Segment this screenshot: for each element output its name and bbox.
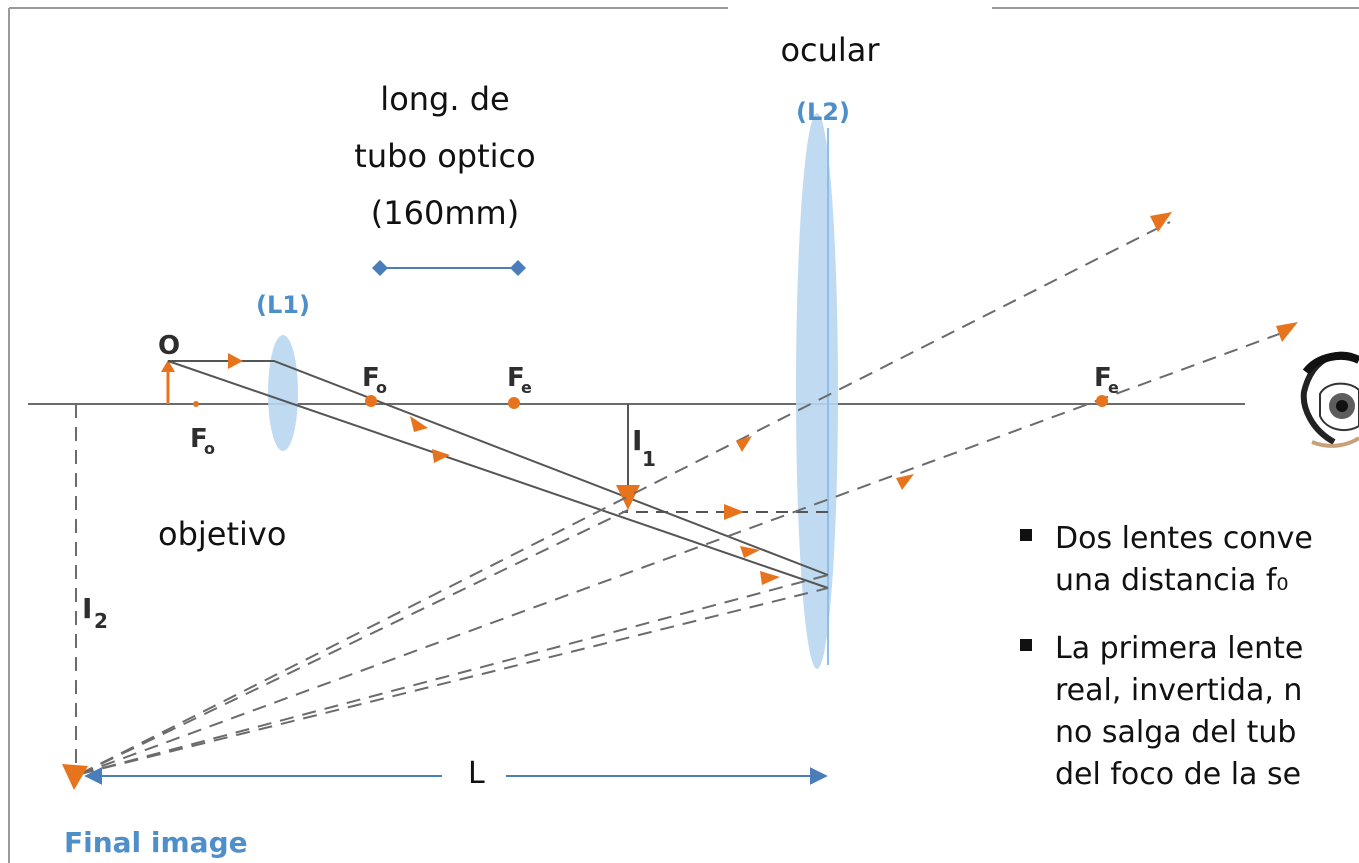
bullet-square-icon — [1020, 639, 1032, 651]
object-label: O — [158, 331, 180, 361]
eye-icon — [1300, 351, 1359, 448]
focal-points — [193, 395, 1108, 409]
bullet-line: La primera lente — [1055, 631, 1304, 666]
bullet-line: una distancia f₀ — [1055, 563, 1289, 598]
bullet-line: del foco de la se — [1055, 757, 1302, 792]
objective-lens-label: (L1) — [256, 291, 310, 319]
length-L-annotation: L — [468, 756, 485, 791]
tube-length-annotation-line-3: (160mm) — [370, 194, 520, 232]
focus-eyepiece-sub-inner: e — [521, 378, 532, 397]
virtual-rays — [75, 221, 1291, 775]
final-image-caption: Final image — [64, 826, 248, 859]
bullet-line: Dos lentes conve — [1055, 521, 1313, 556]
intermediate-image-sub: 1 — [642, 447, 656, 471]
focus-objective-sub-lower: o — [204, 439, 215, 458]
focus-objective-label-lower: F — [190, 424, 208, 454]
ocular-annotation: ocular — [780, 31, 880, 69]
focus-objective-sub-upper: o — [376, 378, 387, 397]
tube-length-annotation-line-2: tubo optico — [354, 137, 536, 175]
bullet-list: Dos lentes conve una distancia f₀ La pri… — [1020, 518, 1359, 822]
ray-direction-arrows — [62, 212, 1298, 790]
bullet-square-icon — [1020, 529, 1032, 541]
focus-objective-label-upper: F — [362, 363, 380, 393]
bullet-line: real, invertida, n — [1055, 673, 1303, 708]
bullet-item-1: Dos lentes conve una distancia f₀ — [1020, 518, 1359, 602]
objective-rays — [167, 360, 829, 589]
objetivo-annotation: objetivo — [158, 515, 287, 553]
bullet-line: no salga del tub — [1055, 715, 1297, 750]
final-image-marker-sub: 2 — [94, 609, 108, 633]
tube-length-annotation-line-1: long. de — [380, 80, 510, 118]
figure-frame — [8, 7, 1359, 863]
intermediate-image-label: I — [632, 424, 642, 457]
eyepiece-lens-label: (L2) — [796, 98, 850, 126]
focus-eyepiece-sub-outer: e — [1108, 378, 1119, 397]
focus-eyepiece-label-inner: F — [507, 363, 525, 393]
eyepiece-lens — [796, 113, 838, 669]
focus-eyepiece-label-outer: F — [1094, 363, 1112, 393]
bullet-item-2: La primera lente real, invertida, n no s… — [1020, 628, 1359, 796]
final-image-marker-label: I — [82, 592, 92, 625]
objective-lens — [268, 335, 298, 451]
